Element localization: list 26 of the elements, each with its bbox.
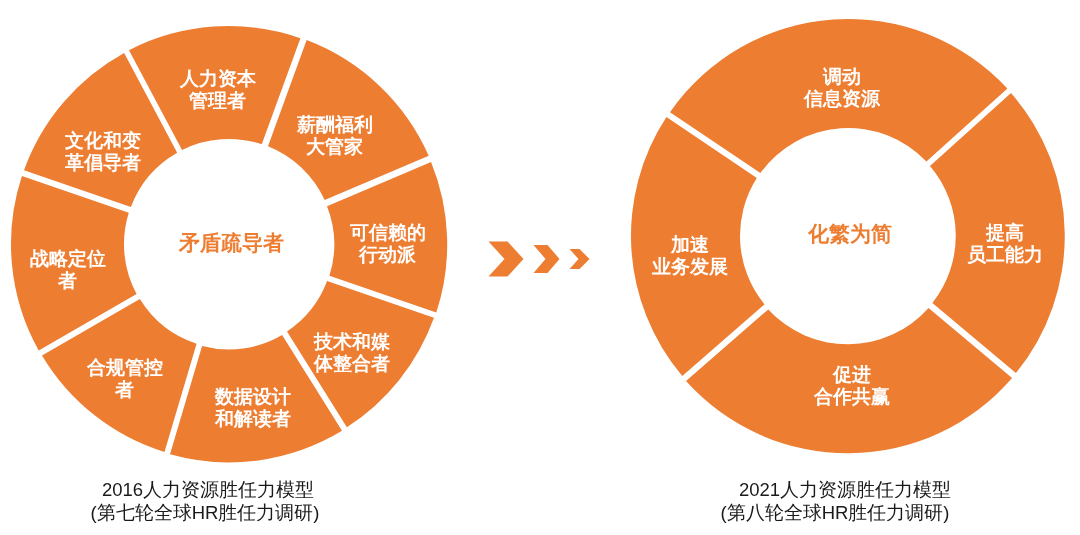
caption: (第八轮全球HR胜任力调研) [720, 502, 950, 524]
ring-segment [23, 52, 178, 207]
segment-label: 调动信息资源 [804, 66, 880, 110]
ring-segment [669, 19, 1008, 174]
segment-label: 文化和变革倡导者 [65, 130, 141, 174]
segment-label: 可信赖的行动派 [350, 222, 426, 266]
segment-label: 技术和媒体整合者 [314, 331, 390, 375]
segment-label: 合规管控者 [87, 357, 163, 401]
ring-segment [631, 117, 765, 377]
caption: 2021人力资源胜任力模型 [738, 479, 952, 501]
chevron-arrow [488, 241, 590, 277]
ring-segment [41, 299, 197, 453]
segment-label: 数据设计和解读者 [215, 386, 291, 430]
segment-label: 薪酬福利大管家 [297, 114, 373, 158]
segment-label: 人力资本管理者 [180, 68, 256, 112]
segment-label: 提高员工能力 [967, 222, 1043, 266]
segment-label: 战略定位者 [30, 248, 106, 292]
center-label: 化繁为简 [808, 222, 892, 246]
ring-segment [11, 175, 137, 351]
segment-label: 促进合作共赢 [814, 364, 890, 408]
center-label: 矛盾疏导者 [178, 231, 284, 255]
caption: (第七轮全球HR胜任力调研) [90, 502, 320, 524]
ring-segment [686, 307, 1013, 453]
caption: 2016人力资源胜任力模型 [101, 479, 315, 501]
ring-segment [930, 93, 1065, 374]
segment-label: 加速业务发展 [652, 234, 728, 278]
